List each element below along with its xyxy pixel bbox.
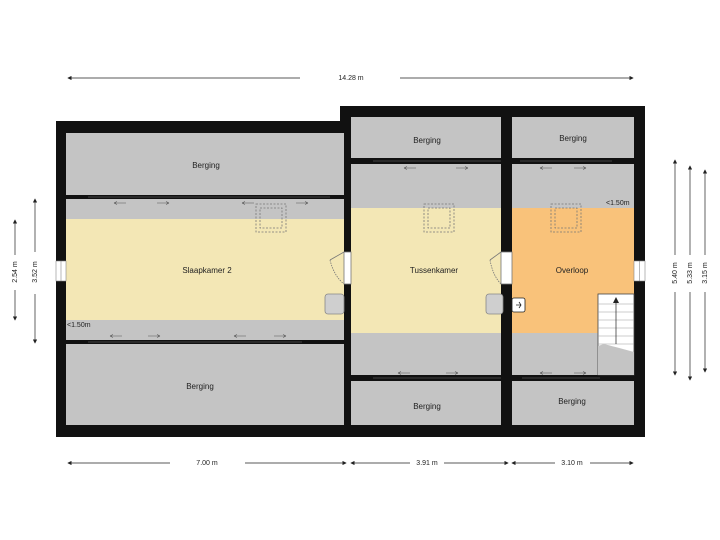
label-berging-bottom-right: Berging xyxy=(558,397,586,406)
skylight-right xyxy=(550,203,582,233)
storage-bottom-mid xyxy=(351,381,501,425)
label-overloop: Overloop xyxy=(556,266,589,275)
dim-right-c: 3.15 m xyxy=(702,262,709,284)
storage-top-left xyxy=(66,133,344,195)
sliding-doors xyxy=(88,160,612,379)
label-berging-top-right: Berging xyxy=(559,134,587,143)
storage-strip-right-top xyxy=(512,164,634,208)
storage-bottom-right xyxy=(512,381,634,425)
dim-width-right: 3.10 m xyxy=(561,460,583,467)
room-slaapkamer xyxy=(66,219,344,320)
storage-strip-mid-top xyxy=(351,164,501,208)
storage-areas xyxy=(66,117,634,425)
label-berging-top-mid: Berging xyxy=(413,136,441,145)
label-tussenkamer: Tussenkamer xyxy=(410,266,459,275)
dim-total-width: 14.28 m xyxy=(338,75,363,82)
hinged-doors xyxy=(329,251,513,285)
living-rooms xyxy=(66,208,634,333)
skylights xyxy=(255,203,582,233)
dim-width-mid: 3.91 m xyxy=(416,460,438,467)
storage-strip-left-top xyxy=(66,199,344,219)
room-tussenkamer xyxy=(351,208,501,333)
skylight-left xyxy=(255,203,287,233)
storage-strip-left-bottom xyxy=(66,320,344,340)
room-labels: Berging Berging Berging Slaapkamer 2 Tus… xyxy=(182,134,588,411)
label-berging-bottom-mid: Berging xyxy=(413,402,441,411)
label-berging-top-left: Berging xyxy=(192,161,220,170)
height-note-right: <1.50m xyxy=(606,200,630,207)
dim-left-outer: 3.52 m xyxy=(32,261,39,283)
radiators xyxy=(324,293,526,315)
label-slaapkamer: Slaapkamer 2 xyxy=(182,266,232,275)
height-note-left: <1.50m xyxy=(67,322,91,329)
skylight-mid xyxy=(423,203,455,233)
storage-bottom-left xyxy=(66,344,344,425)
dim-right-b: 5.33 m xyxy=(687,262,694,284)
door-arrows xyxy=(109,166,587,375)
staircase xyxy=(597,293,635,376)
dim-right-a: 5.40 m xyxy=(672,262,679,284)
label-berging-bottom-left: Berging xyxy=(186,382,214,391)
dimension-lines xyxy=(12,75,708,466)
dim-width-left: 7.00 m xyxy=(196,460,218,467)
storage-top-mid xyxy=(351,117,501,158)
dim-left-inner: 2.54 m xyxy=(12,261,19,283)
dimension-labels: 14.28 m 7.00 m 3.91 m 3.10 m 2.54 m 3.52… xyxy=(12,75,709,467)
storage-strip-mid-bottom xyxy=(351,333,501,375)
storage-top-right xyxy=(512,117,634,158)
windows xyxy=(55,260,646,282)
